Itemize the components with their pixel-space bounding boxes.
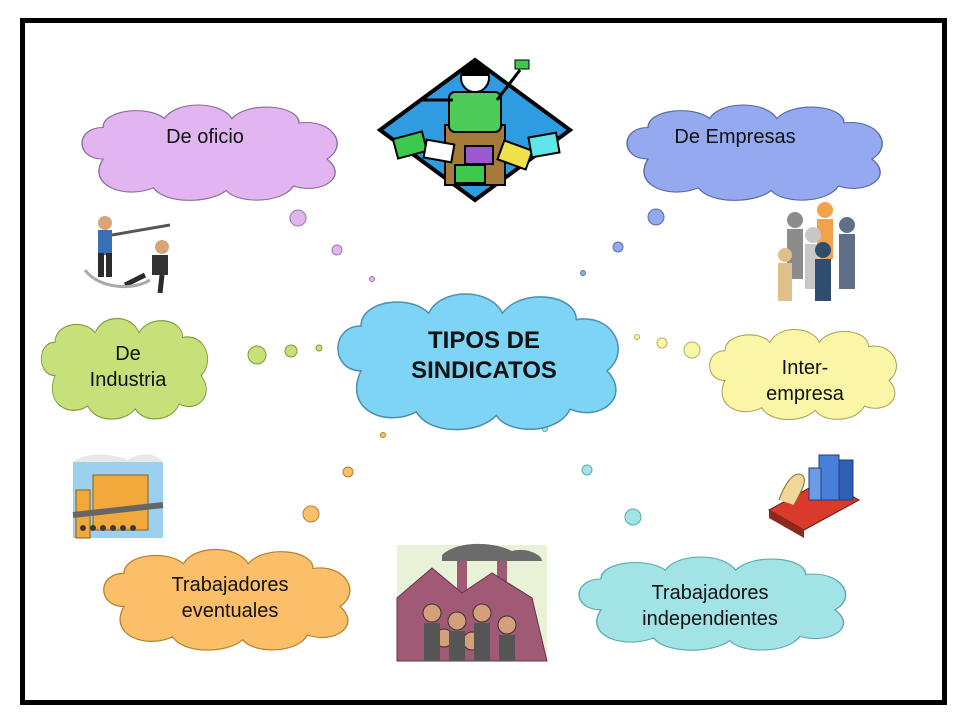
bubble-trail-eventuales [302,432,386,523]
label-de-empresas-text: De Empresas [674,126,796,148]
label-independientes-line1: Trabajadores [651,582,769,604]
label-de-industria: De Industria [78,341,178,393]
center-title: TIPOS DE SINDICATOS [374,326,594,386]
label-inter-empresa: Inter- empresa [745,355,865,407]
cloud-de-empresas [626,104,883,201]
cloud-de-oficio [81,104,338,201]
bubble-trail-empresas [580,208,665,276]
handshake-men-icon [83,216,171,294]
label-eventuales-line2: eventuales [181,600,279,622]
bubble-trail-oficio [289,209,375,282]
label-trabajadores-independientes: Trabajadores independientes [610,580,810,632]
label-de-oficio: De oficio [130,124,280,150]
bubble-trail-independientes [542,426,642,526]
label-inter-empresa-line1: Inter- [781,357,829,379]
label-de-industria-line1: De [115,343,141,365]
protest-workers-icon [396,543,548,662]
label-inter-empresa-line2: empresa [766,383,844,405]
label-de-oficio-text: De oficio [166,126,244,148]
crowd-silhouettes-icon [778,202,855,301]
center-title-line1: TIPOS DE [427,327,541,354]
buildings-map-icon [767,454,861,538]
speaker-with-papers-icon [376,57,574,203]
factory-workers-icon [72,454,164,539]
center-title-line2: SINDICATOS [411,357,557,384]
label-de-empresas: De Empresas [650,124,820,150]
label-de-industria-line2: Industria [89,369,167,391]
label-eventuales-line1: Trabajadores [171,574,289,596]
label-trabajadores-eventuales: Trabajadores eventuales [145,572,315,624]
bubble-trail-industria [247,344,323,365]
bubble-trail-interempresa [634,334,701,359]
label-independientes-line2: independientes [642,608,778,630]
